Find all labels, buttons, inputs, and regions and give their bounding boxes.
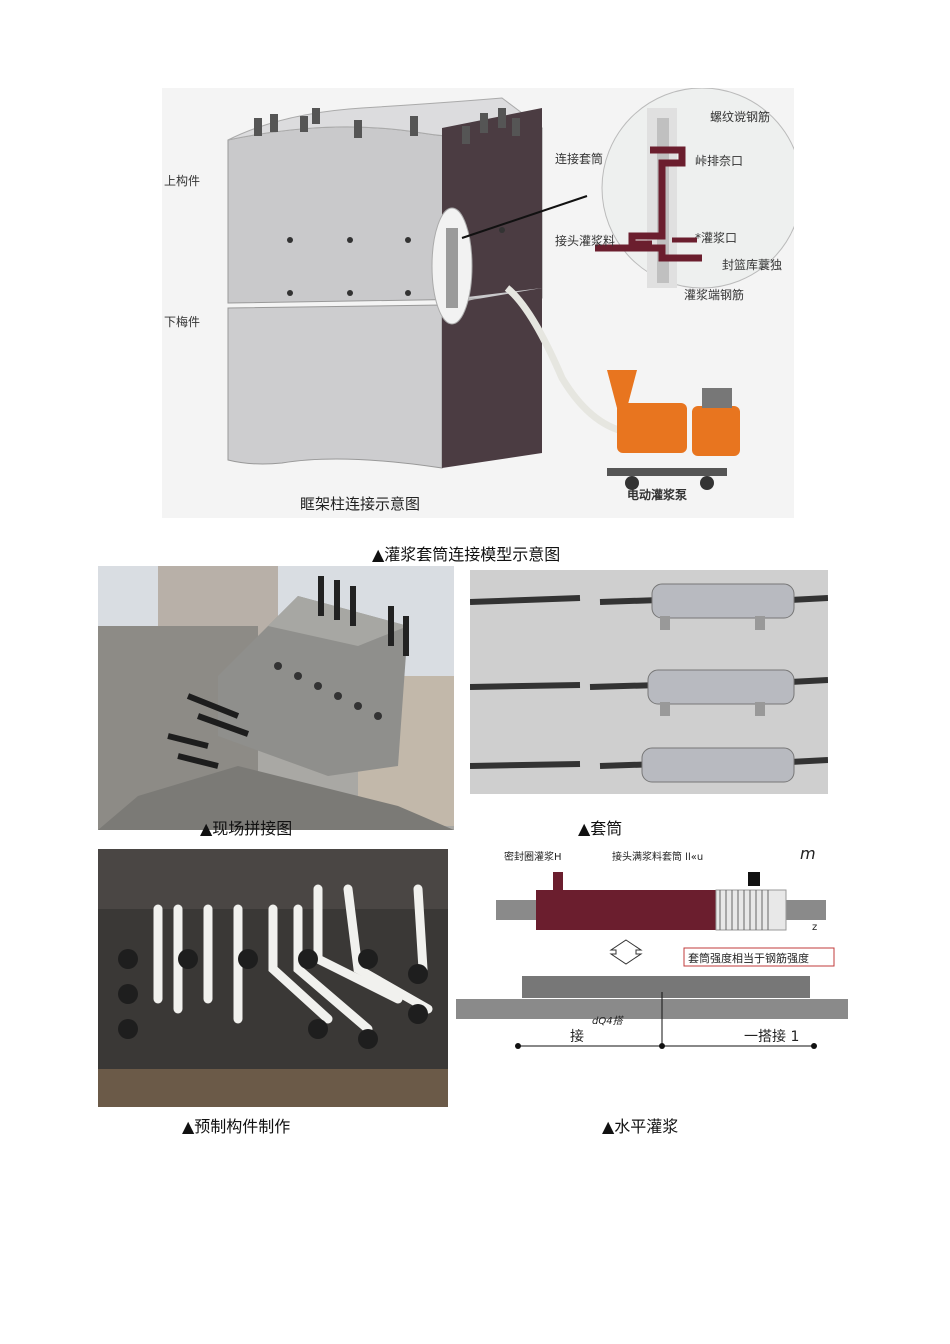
- precast-illustration: [98, 849, 448, 1107]
- frame-title: 眶架柱连接示意图: [300, 495, 421, 513]
- site-photo: [98, 566, 454, 830]
- sleeves-caption: ▲套筒: [578, 819, 623, 838]
- label-upper: 上构件: [164, 174, 201, 188]
- label-m: m: [800, 844, 816, 863]
- label-grout-material: 接头灌浆料: [555, 234, 616, 248]
- main-caption: ▲灌浆套筒连接模型示意图: [372, 545, 561, 564]
- precast-caption: ▲预制构件制作: [182, 1117, 291, 1136]
- label-rebar-top: 螺纹谠钢筋: [710, 110, 771, 124]
- sleeves-photo: [470, 570, 828, 794]
- label-left-bottom: 接: [570, 1029, 584, 1045]
- site-caption: ▲现场拼接图: [200, 819, 293, 838]
- lower-block-side: [442, 288, 542, 468]
- label-grout-rebar: 灌浆端钢筋: [684, 288, 745, 302]
- label-right-bottom: 一搭接 1: [744, 1029, 800, 1045]
- lower-block-front: [227, 304, 443, 469]
- precast-photo: [98, 849, 448, 1107]
- label-seal-grout: 密封圈灌浆H: [504, 852, 562, 863]
- label-sleeve: 连接套筒: [555, 152, 604, 166]
- horizontal-caption: ▲水平灌浆: [602, 1117, 679, 1136]
- horizontal-grout-diagram: 密封圈灌浆H 接头满浆料套筒 ll«u m z 套筒强度相当于钢筋强度 接 dQ…: [456, 842, 848, 1054]
- label-seal: 封篮库蘘独: [722, 258, 783, 272]
- label-joint-grout: 接头满浆料套筒 ll«u: [612, 852, 704, 863]
- label-lower: 下梅件: [164, 315, 201, 329]
- label-mid-small: dQ4搭: [592, 1016, 623, 1027]
- grout-pump: [607, 370, 740, 490]
- site-illustration: [98, 566, 454, 830]
- label-z: z: [812, 922, 818, 933]
- label-outlet: 峠排奈口: [695, 154, 744, 168]
- horizontal-grout-illustration: [456, 872, 848, 1049]
- label-strength-note: 套筒强度相当于钢筋强度: [688, 952, 809, 965]
- frame-column-diagram: 上构件 下梅件 螺纹谠钢筋 连接套筒 峠排奈口 接头灌浆料 *灌浆口 封篮库蘘独…: [162, 88, 794, 518]
- label-pump: 电动灌浆泵: [627, 488, 688, 502]
- frame-column-illustration: [227, 88, 794, 490]
- sleeves-illustration: [470, 583, 828, 783]
- label-grout-inlet: *灌浆口: [695, 231, 738, 245]
